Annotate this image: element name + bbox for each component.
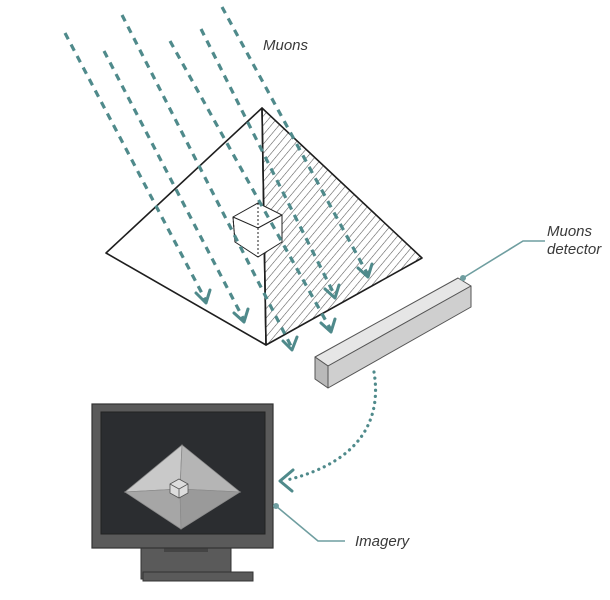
imagery-label: Imagery <box>355 533 411 550</box>
detector-label-line1: Muons <box>547 223 593 240</box>
muon-ray-arrowheads <box>194 262 374 352</box>
muon-rays <box>63 6 370 349</box>
data-transfer-arrowhead <box>278 468 295 493</box>
muon-ray <box>63 32 208 302</box>
detector-label-line2: detector <box>547 241 602 258</box>
imagery-leader <box>273 503 345 542</box>
muon-ray <box>168 40 333 331</box>
screen-pyramid-image <box>123 444 242 530</box>
muon-detector-icon <box>314 277 472 389</box>
detector-leader <box>460 240 545 281</box>
muon-ray <box>199 28 337 297</box>
muon-ray <box>102 50 246 321</box>
data-transfer-path <box>285 370 378 482</box>
detector-label: Muons detector <box>547 223 602 258</box>
muons-label: Muons <box>263 37 309 54</box>
muon-ray <box>120 14 294 349</box>
